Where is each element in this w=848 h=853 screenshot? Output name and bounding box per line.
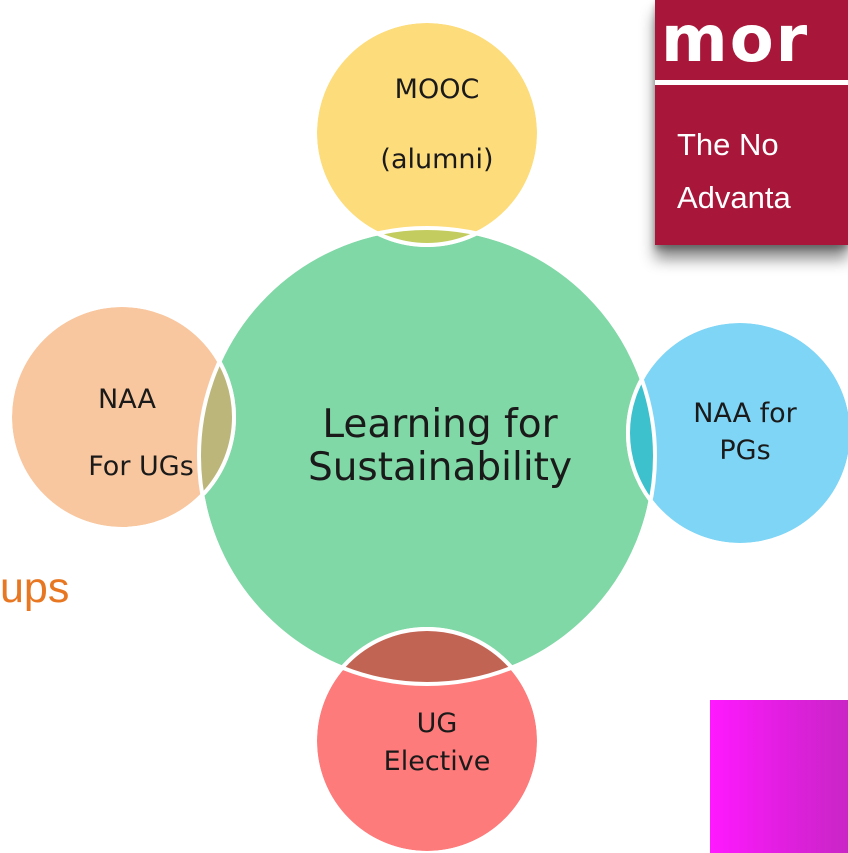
left-outline (8, 303, 236, 531)
bottom-outline (313, 627, 541, 853)
center-label-line1: Learning for (322, 402, 558, 447)
logo-badge: mor The No Advanta (655, 0, 848, 245)
left-label-line1: NAA (98, 384, 156, 415)
logo-wordmark: mor (661, 3, 810, 77)
right-label-line2: PGs (719, 435, 770, 466)
logo-tagline-line2: Advanta (677, 180, 791, 215)
top-label-line2: (alumni) (380, 144, 493, 175)
top-outline (313, 19, 541, 247)
side-text-fragment: ups (0, 564, 70, 612)
bottom-label-line2: Elective (384, 746, 491, 777)
right-label-line1: NAA for (693, 398, 797, 429)
magenta-block (710, 700, 848, 853)
bottom-label-line1: UG (417, 708, 458, 739)
logo-tagline-line1: The No (677, 127, 779, 162)
top-label-line1: MOOC (395, 74, 480, 105)
center-label-line2: Sustainability (308, 445, 572, 490)
right-outline (626, 319, 848, 547)
center-outline (197, 226, 657, 686)
left-label-line2: For UGs (88, 451, 194, 482)
logo-divider (655, 80, 848, 85)
